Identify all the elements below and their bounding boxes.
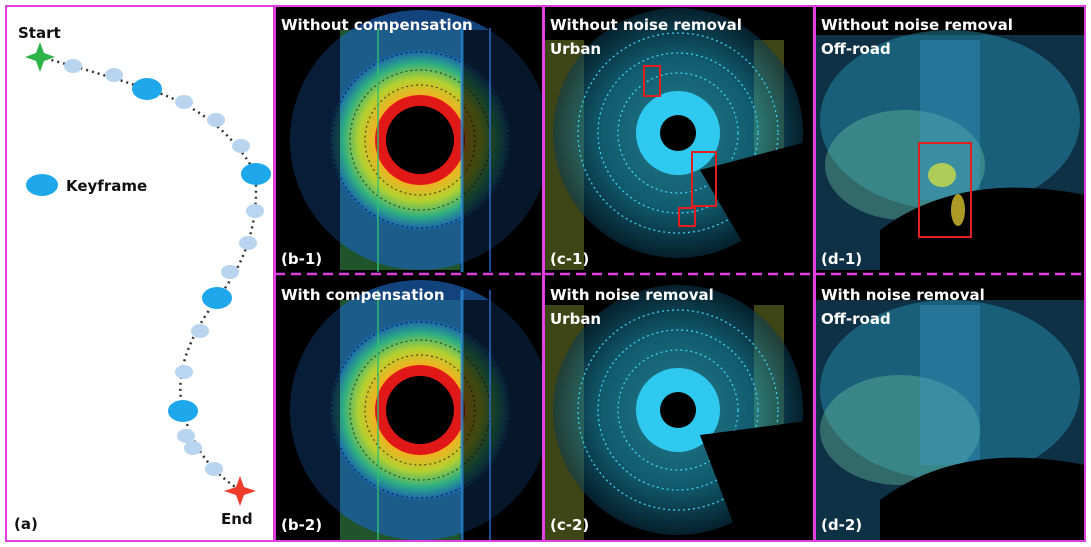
c2-label: (c-2) <box>550 516 589 534</box>
panel-d-frame <box>814 5 1086 542</box>
d1-subtitle: Off-road <box>821 40 891 58</box>
panel-c: Without noise removal Urban (c-1) With n… <box>543 5 815 542</box>
node <box>184 441 202 455</box>
d1-title: Without noise removal <box>821 16 1013 34</box>
image-c1 <box>544 8 814 272</box>
d1-label: (d-1) <box>821 250 862 268</box>
c2-title: With noise removal <box>550 286 714 304</box>
image-b2 <box>275 280 550 540</box>
image-d2 <box>815 300 1085 541</box>
node <box>191 324 209 338</box>
d2-subtitle: Off-road <box>821 310 891 328</box>
noise-box <box>691 151 717 207</box>
panel-d: Without noise removal Off-road (d-1) Wit… <box>814 5 1086 542</box>
node <box>175 95 193 109</box>
c1-title: Without noise removal <box>550 16 742 34</box>
keyframe-marker <box>168 400 198 422</box>
node <box>221 265 239 279</box>
d2-label: (d-2) <box>821 516 862 534</box>
node <box>177 429 195 443</box>
legend-keyframe-icon <box>26 174 58 196</box>
noise-box <box>643 65 661 97</box>
node <box>105 68 123 82</box>
keyframes <box>132 78 271 422</box>
b1-label: (b-1) <box>281 250 322 268</box>
b2-title: With compensation <box>281 286 445 304</box>
node <box>205 462 223 476</box>
node <box>232 139 250 153</box>
image-d1 <box>815 30 1085 272</box>
panel-a-label: (a) <box>14 515 38 533</box>
image-c2 <box>544 285 814 541</box>
start-star-icon <box>25 42 55 72</box>
trajectory-nodes <box>64 59 264 476</box>
start-label: Start <box>18 24 61 42</box>
noise-box <box>678 207 696 227</box>
end-star-icon <box>224 476 256 506</box>
panel-b: Without compensation (b-1) With compensa… <box>274 5 550 542</box>
keyframe-marker <box>132 78 162 100</box>
end-label: End <box>221 510 253 528</box>
node <box>239 236 257 250</box>
legend-keyframe-label: Keyframe <box>66 177 147 195</box>
noise-box <box>918 142 972 238</box>
keyframe-marker <box>241 163 271 185</box>
node <box>246 204 264 218</box>
c1-subtitle: Urban <box>550 40 601 58</box>
image-b1 <box>275 10 550 272</box>
b1-title: Without compensation <box>281 16 473 34</box>
node <box>175 365 193 379</box>
d2-title: With noise removal <box>821 286 985 304</box>
panel-a: Start End Keyframe (a) <box>5 5 275 542</box>
c1-label: (c-1) <box>550 250 589 268</box>
node <box>207 113 225 127</box>
node <box>64 59 82 73</box>
b2-label: (b-2) <box>281 516 322 534</box>
c2-subtitle: Urban <box>550 310 601 328</box>
keyframe-marker <box>202 287 232 309</box>
